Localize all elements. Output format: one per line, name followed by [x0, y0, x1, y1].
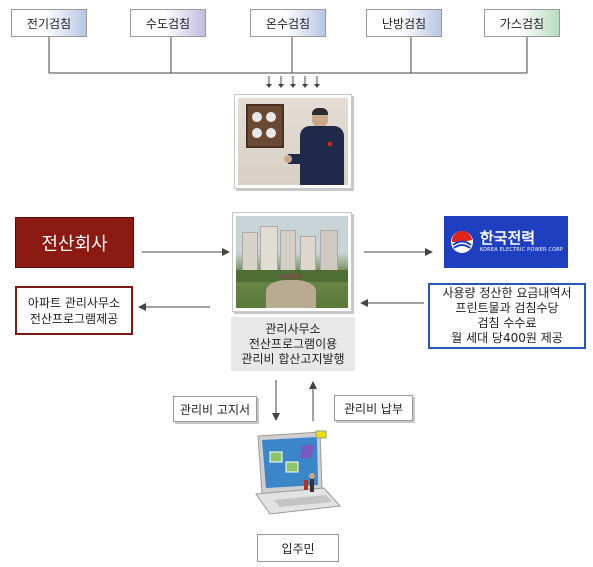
hot-water-meter-box: 온수검침 — [250, 9, 326, 37]
resident-box: 입주민 — [257, 534, 339, 562]
kepco-name: 한국전력 — [479, 229, 536, 247]
heating-meter-box: 난방검침 — [366, 9, 442, 37]
meter-reading-photo — [234, 94, 352, 189]
apartment-office-box: 아파트 관리사무소 전산프로그램제공 — [15, 286, 133, 335]
computing-company-box: 전산회사 — [15, 217, 134, 268]
laptop-illustration — [255, 430, 342, 515]
bill-payment-box: 관리비 납부 — [334, 395, 413, 421]
kepco-english-name: KOREA ELECTRIC POWER CORP — [479, 247, 564, 253]
kepco-provision-box: 사용량 정산한 요금내역서 프린트물과 검침수당 검침 수수료 월 세대 당40… — [428, 283, 586, 349]
management-office-caption: 관리사무소 전산프로그램이용 관리비 합산고지발행 — [231, 317, 355, 371]
gas-meter-box: 가스검침 — [484, 9, 560, 37]
electricity-meter-box: 전기검침 — [11, 9, 87, 37]
bill-notice-box: 관리비 고지서 — [173, 396, 257, 422]
kepco-emblem-icon — [450, 230, 473, 253]
apartment-photo — [232, 212, 352, 312]
kepco-logo-box: 한국전력 KOREA ELECTRIC POWER CORP — [444, 216, 568, 268]
water-meter-box: 수도검침 — [130, 9, 206, 37]
